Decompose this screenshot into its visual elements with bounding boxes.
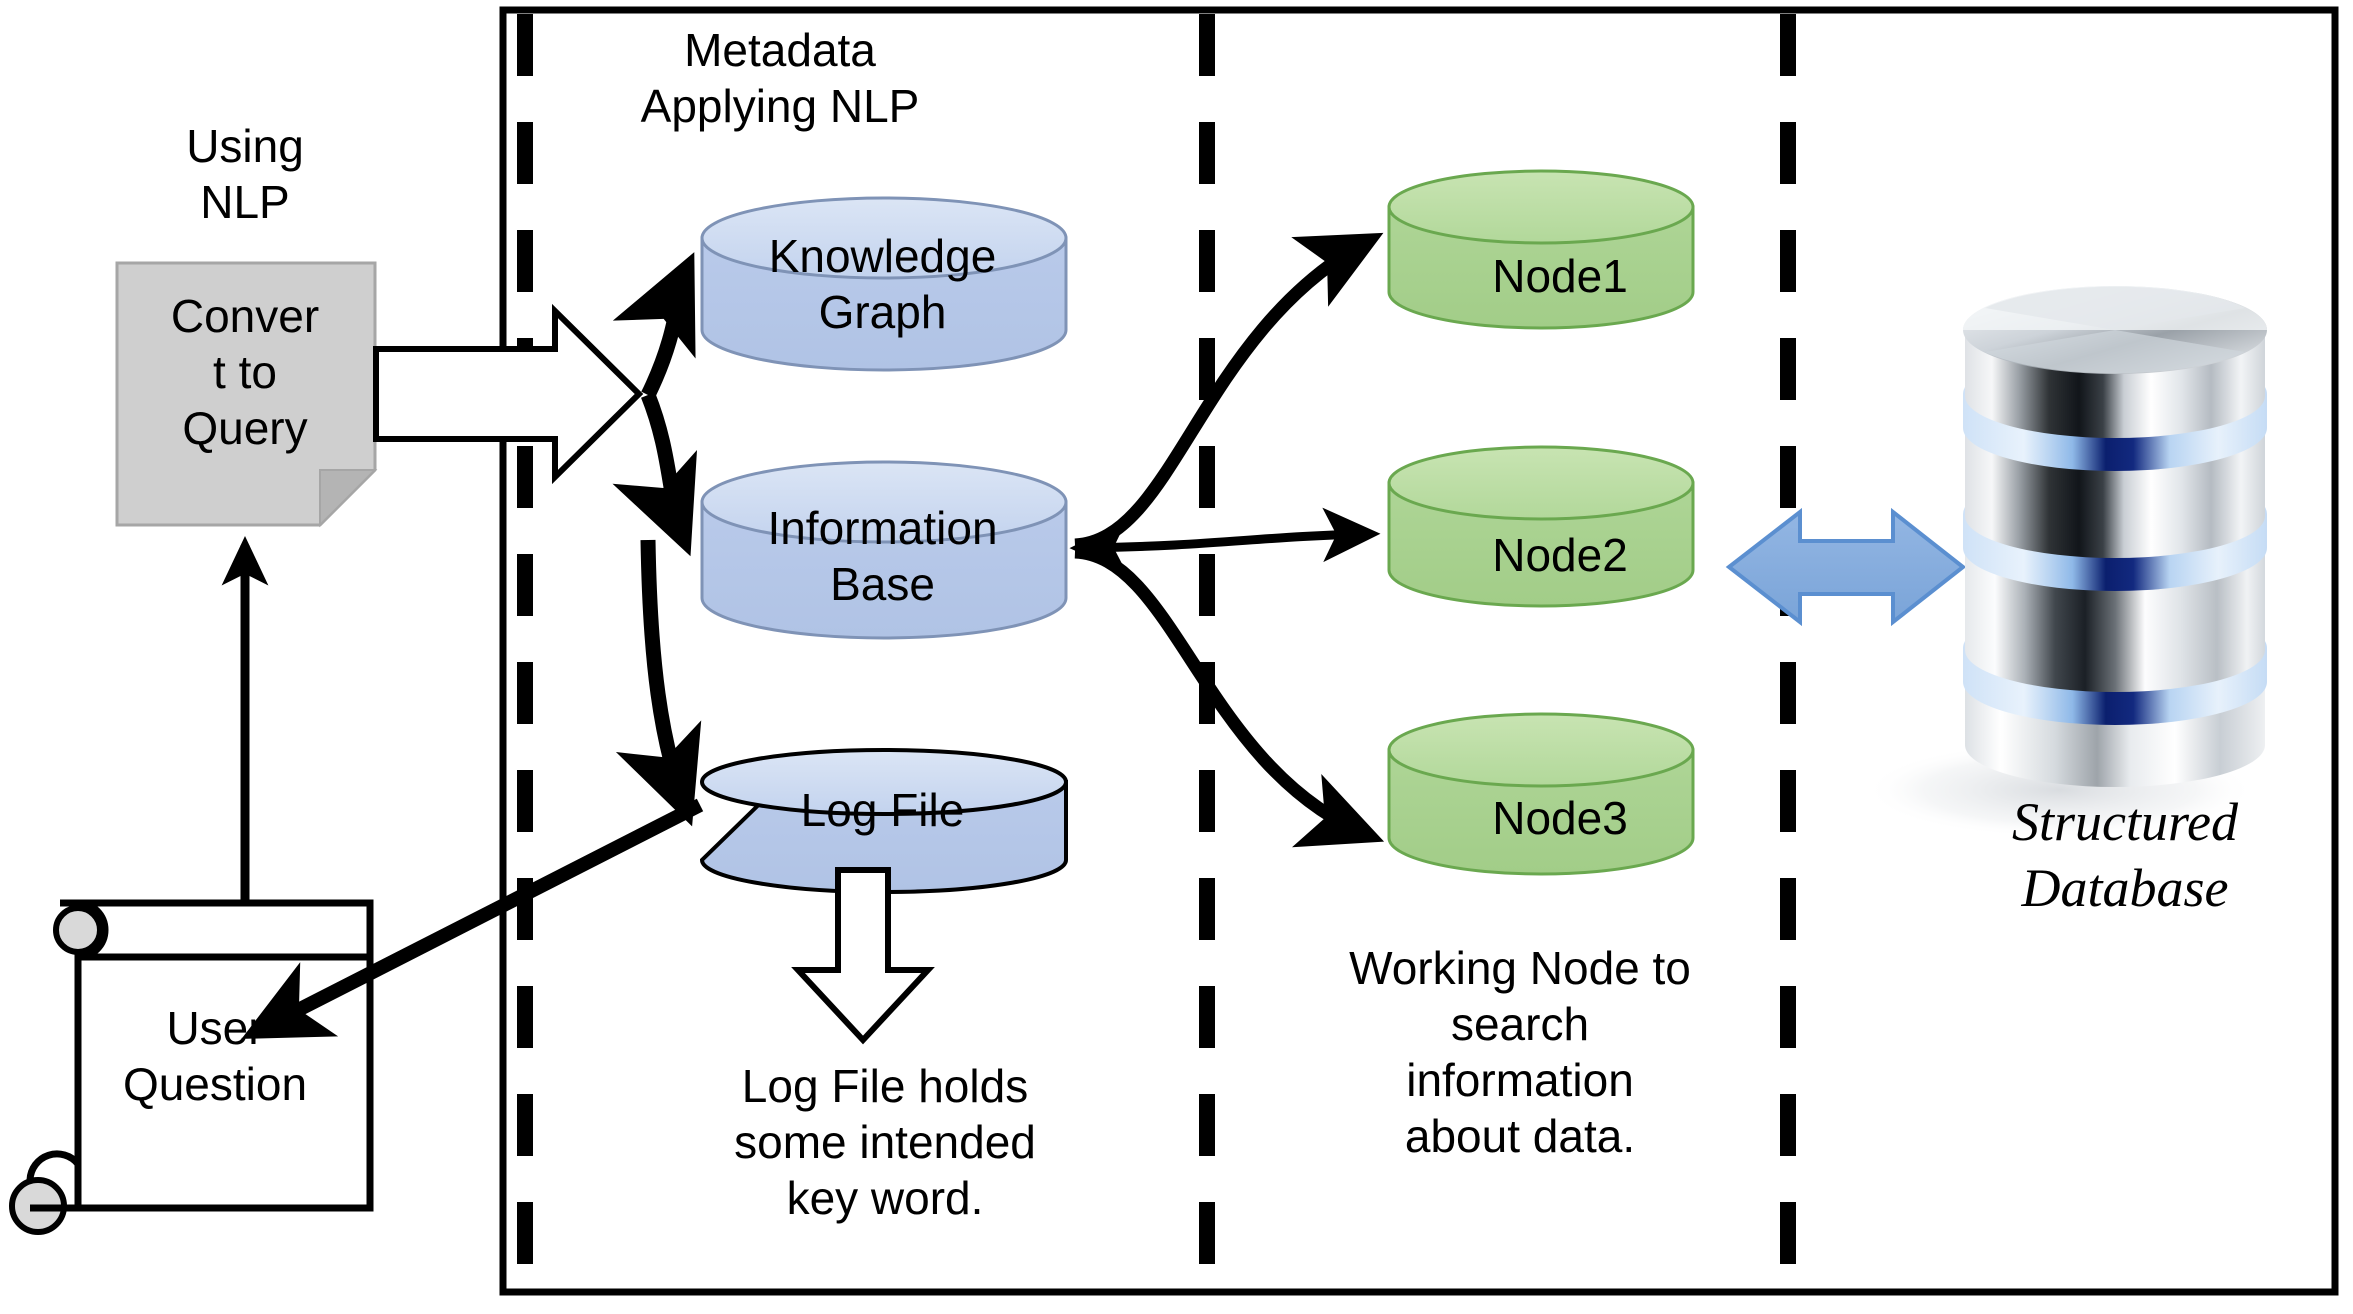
white-block-arrow-down <box>791 867 935 1045</box>
white-block-arrow-right <box>373 303 644 485</box>
arrow-info-base-to-node3 <box>1074 545 1385 848</box>
arrow-to-information-base <box>612 392 698 557</box>
using-nlp-caption: Using NLP <box>186 120 304 229</box>
arrow-to-log-file <box>615 539 702 827</box>
metadata-applying-nlp-caption: Metadata Applying NLP <box>640 24 920 133</box>
working-node-note-caption: Working Node to search information about… <box>1349 942 1691 1163</box>
knowledge-graph-label: Knowledge Graph <box>768 230 997 339</box>
arrow-info-base-node2-double <box>1069 507 1381 575</box>
node1-label: Node1 <box>1492 250 1628 302</box>
node2-label: Node2 <box>1492 529 1628 581</box>
information-base-label: Information Base <box>767 502 998 611</box>
log-file-label: Log File <box>800 784 965 836</box>
blue-double-block-arrow <box>1725 507 1967 627</box>
knowledge-graph-cylinder <box>700 196 1068 372</box>
log-file-cylinder <box>699 748 1068 894</box>
node3-label: Node3 <box>1492 792 1628 844</box>
user-question-label: User Question <box>122 1002 308 1111</box>
node1-cylinder <box>1387 169 1695 330</box>
structured-database-icon <box>1865 286 2267 838</box>
arrow-to-knowledge-graph <box>612 252 696 399</box>
node3-cylinder <box>1387 712 1695 876</box>
information-base-cylinder <box>700 460 1068 640</box>
arrow-log-file-to-user-question <box>241 798 704 1039</box>
structured-database-label: Structured Database <box>2012 792 2238 918</box>
main-frame <box>499 6 2339 1296</box>
arrow-info-base-to-node1 <box>1074 232 1384 552</box>
log-file-note-caption: Log File holds some intended key word. <box>734 1060 1036 1225</box>
convert-to-query-fold <box>319 469 378 528</box>
convert-to-query-label: Conver t to Query <box>170 290 320 455</box>
node2-cylinder <box>1387 445 1695 608</box>
